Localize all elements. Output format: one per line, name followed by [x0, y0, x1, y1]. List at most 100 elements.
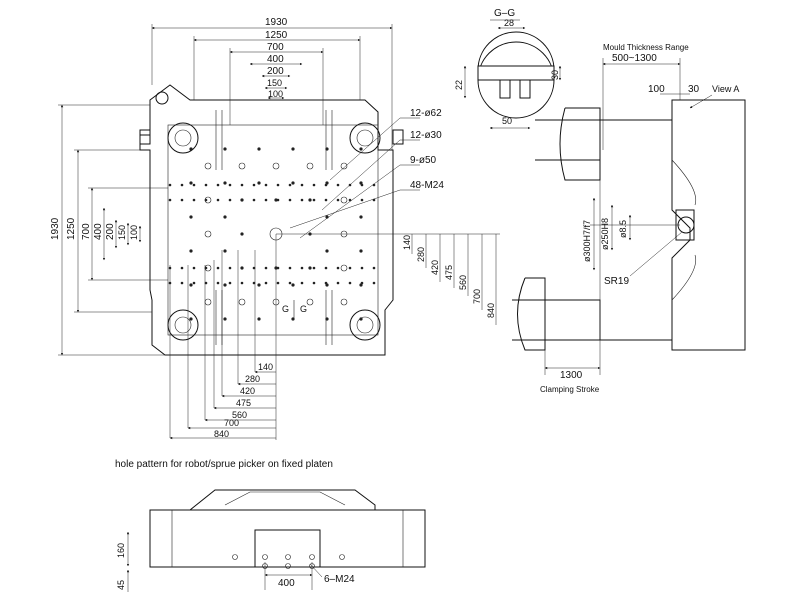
grid-hole	[372, 266, 376, 270]
grid-hole	[204, 266, 208, 270]
grid-hole	[288, 198, 292, 202]
grid-hole	[192, 266, 196, 270]
grid-hole	[264, 198, 268, 202]
grid-hole	[216, 266, 220, 270]
grid-hole	[312, 281, 316, 285]
grid-hole	[300, 281, 304, 285]
grid-hole	[252, 183, 256, 187]
bore-dim-300: ø300H7/f7	[582, 220, 592, 262]
robot-mount-area	[254, 529, 321, 568]
platen-plan	[149, 509, 426, 568]
mounting-hole	[204, 162, 212, 170]
mounting-hole	[359, 317, 363, 321]
bottom-dim-160: 160	[116, 543, 126, 558]
section-mark-g2: G	[300, 304, 307, 314]
bore-dim-250: ø250H8	[600, 218, 610, 250]
mounting-hole	[223, 317, 227, 321]
grid-hole	[240, 266, 244, 270]
grid-hole	[180, 183, 184, 187]
mounting-hole	[306, 298, 314, 306]
mounting-hole	[291, 283, 295, 287]
side-dim-30: 30	[688, 84, 700, 95]
dim-top-150: 150	[267, 78, 282, 88]
grid-hole	[216, 183, 220, 187]
section-dim-28: 28	[504, 18, 514, 28]
mounting-hole	[325, 249, 329, 253]
dim-right-280: 280	[416, 247, 426, 262]
tie-bar-hole-top-left	[167, 122, 199, 154]
bottom-offset-dimensions: 140 280 420 475 560 700 840	[169, 234, 277, 440]
mounting-hole	[223, 283, 227, 287]
mounting-hole	[359, 215, 363, 219]
fixed-platen-section	[671, 99, 746, 351]
side-view: Mould Thickness Range 500~1300 100 30 Vi…	[512, 43, 746, 394]
mounting-hole	[291, 317, 295, 321]
grid-hole	[336, 281, 340, 285]
grid-hole	[360, 266, 364, 270]
mounting-hole	[340, 196, 348, 204]
dim-right-140: 140	[402, 235, 412, 250]
mounting-hole	[189, 283, 193, 287]
fixed-platen-top-view	[188, 489, 376, 511]
robot-hole	[285, 563, 291, 569]
section-dim-30: 30	[550, 70, 560, 80]
clamping-stroke-value: 1300	[560, 370, 583, 381]
grid-hole	[240, 198, 244, 202]
grid-hole	[264, 183, 268, 187]
grid-hole	[312, 198, 316, 202]
grid-hole	[288, 266, 292, 270]
grid-hole	[252, 198, 256, 202]
callout-12-d30: 12-ø30	[410, 130, 442, 141]
grid-hole	[168, 198, 172, 202]
dim-bottom-140: 140	[258, 362, 273, 372]
mounting-hole	[359, 147, 363, 151]
mould-thickness-value: 500~1300	[612, 53, 657, 64]
tie-bar-hole-top-right	[349, 122, 381, 154]
dim-left-150: 150	[117, 225, 127, 240]
grid-hole	[288, 281, 292, 285]
dim-bottom-475: 475	[236, 398, 251, 408]
right-boss	[392, 129, 404, 145]
dim-left-1250: 1250	[66, 217, 77, 240]
mounting-hole	[291, 147, 295, 151]
grid-hole	[300, 266, 304, 270]
callouts: 12-ø62 12-ø30 9-ø50 48-M24	[289, 108, 444, 239]
mounting-hole	[189, 215, 193, 219]
lifting-eye	[155, 91, 169, 105]
bore-dim-8-5: ø8.5	[618, 220, 628, 238]
mounting-hole	[325, 317, 329, 321]
grid-hole	[204, 281, 208, 285]
dim-bottom-560: 560	[232, 410, 247, 420]
grid-hole	[300, 198, 304, 202]
grid-hole	[348, 198, 352, 202]
moving-platen-upper	[535, 119, 601, 161]
mould-thickness-label: Mould Thickness Range	[603, 43, 689, 52]
section-dim-50: 50	[502, 116, 512, 126]
mounting-hole	[189, 147, 193, 151]
grid-hole	[324, 281, 328, 285]
section-gg: G–G 28 22 30 50	[454, 8, 562, 130]
mounting-hole	[272, 162, 280, 170]
view-a-label: View A	[712, 84, 739, 94]
grid-hole	[240, 183, 244, 187]
robot-hole	[309, 554, 315, 560]
bottom-callout-6-m24: 6–M24	[324, 574, 355, 585]
grid-hole	[336, 266, 340, 270]
grid-hole	[276, 183, 280, 187]
mounting-hole	[340, 298, 348, 306]
bottom-dim-45: 45	[116, 580, 126, 590]
grid-hole	[180, 198, 184, 202]
grid-hole	[276, 198, 280, 202]
dim-top-700: 700	[267, 42, 284, 53]
grid-hole	[192, 183, 196, 187]
mounting-hole	[257, 317, 261, 321]
grid-hole	[324, 198, 328, 202]
mounting-hole	[340, 264, 348, 272]
section-gg-title: G–G	[494, 8, 515, 19]
bottom-dim-400: 400	[278, 578, 295, 589]
mounting-hole	[223, 249, 227, 253]
dim-right-560: 560	[458, 275, 468, 290]
dim-top-100: 100	[268, 89, 283, 99]
grid-hole	[312, 183, 316, 187]
grid-hole	[276, 281, 280, 285]
